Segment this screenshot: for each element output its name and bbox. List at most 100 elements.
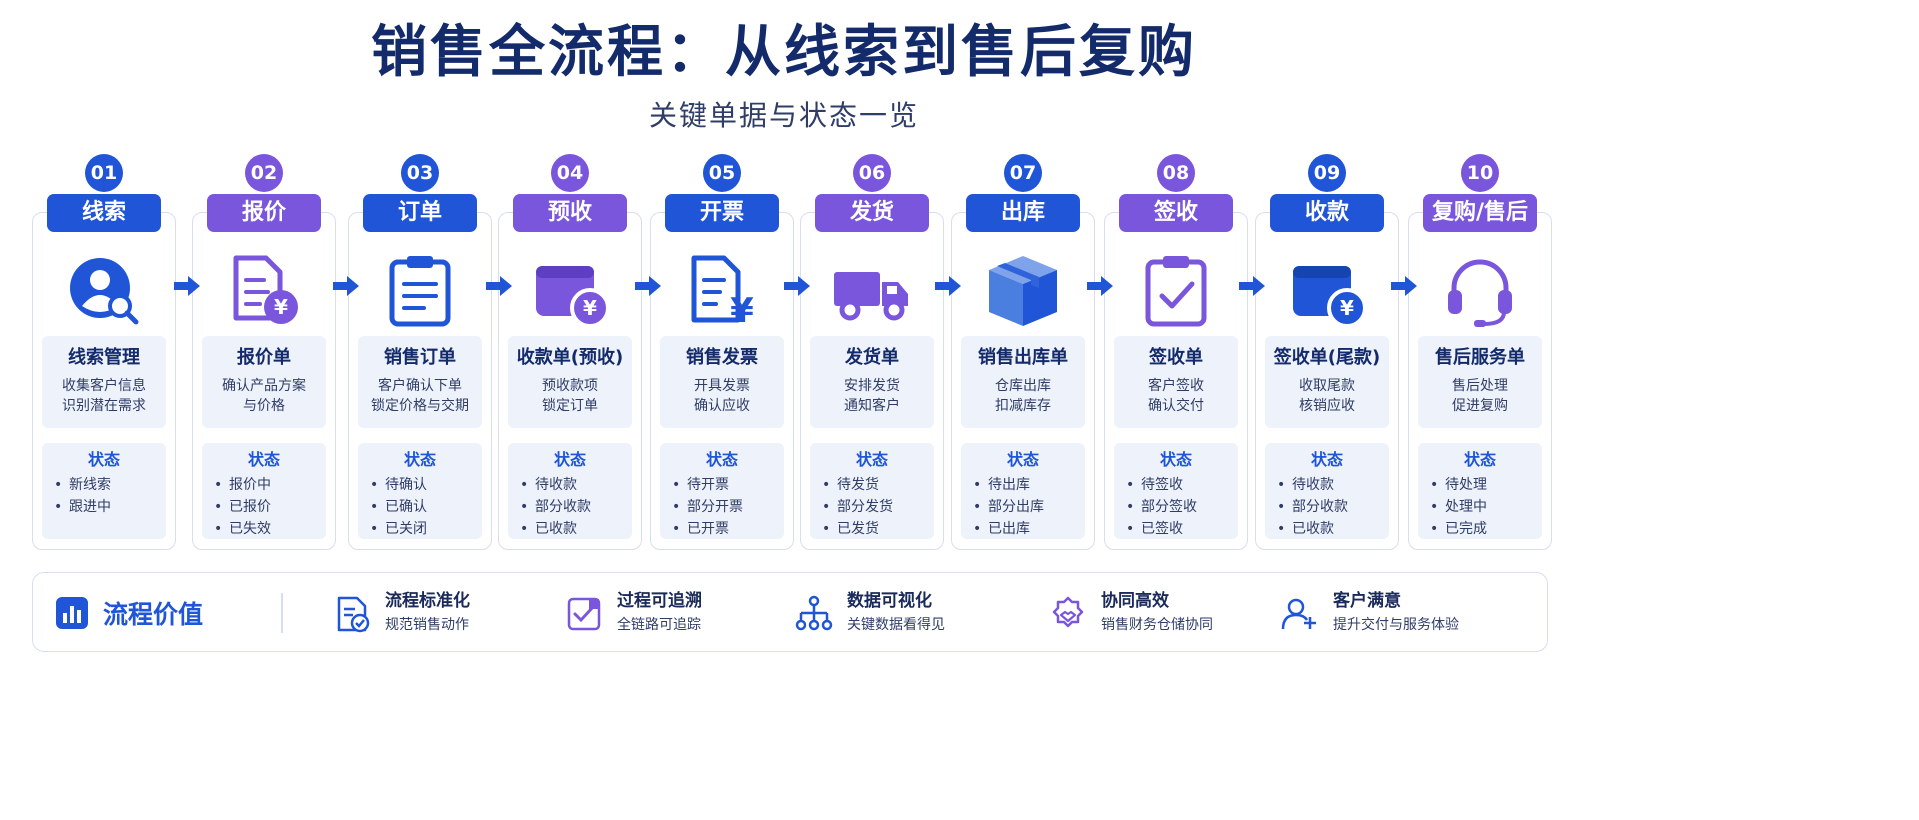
headset-icon <box>1440 250 1520 330</box>
document-title: 售后服务单 <box>1435 347 1525 368</box>
stage-number: 01 <box>85 154 123 192</box>
status-label: 状态 <box>855 450 888 469</box>
wallet-icon: ¥ <box>1287 250 1367 330</box>
stage-number: 07 <box>1004 154 1042 192</box>
status-box: 状态 待发货 部分发货 已发货 <box>810 443 934 539</box>
status-item: 部分签收 <box>1126 496 1238 518</box>
status-item: 部分出库 <box>973 496 1085 518</box>
document-desc: 客户签收 确认交付 <box>1148 378 1204 414</box>
collaboration-icon <box>1052 596 1084 628</box>
stage-number: 06 <box>853 154 891 192</box>
status-label: 状态 <box>705 450 738 469</box>
document-box: 收款单(预收) 预收款项 锁定订单 <box>508 336 632 428</box>
stage-04: 04 预收 ¥ 收款单(预收) 预收款项 锁定订单 状态 待收款 部分收款 已收… <box>498 154 642 550</box>
flow-arrow-icon <box>331 274 361 298</box>
quote-document-icon: ¥ <box>224 250 304 330</box>
value-item-title: 数据可视化 <box>847 591 932 611</box>
status-item: 待发货 <box>822 474 934 496</box>
value-item-title: 协同高效 <box>1101 591 1169 611</box>
status-box: 状态 新线索 跟进中 <box>42 443 166 539</box>
flow-arrow-icon <box>933 274 963 298</box>
stage-tab: 发货 <box>815 194 929 232</box>
stage-tab: 订单 <box>363 194 477 232</box>
hierarchy-icon <box>795 595 833 631</box>
document-box: 线索管理 收集客户信息 识别潜在需求 <box>42 336 166 428</box>
status-box: 状态 待开票 部分开票 已开票 <box>660 443 784 539</box>
status-label: 状态 <box>1310 450 1343 469</box>
flow-arrow-icon <box>1085 274 1115 298</box>
status-item: 已出库 <box>973 518 1085 540</box>
document-box: 售后服务单 售后处理 促进复购 <box>1418 336 1542 428</box>
document-desc: 开具发票 确认应收 <box>694 378 750 414</box>
svg-text:¥: ¥ <box>583 296 597 320</box>
status-item: 已失效 <box>214 518 326 540</box>
value-bar-label: 流程价值 <box>103 600 204 629</box>
stage-tab: 收款 <box>1270 194 1384 232</box>
document-title: 销售订单 <box>384 347 456 368</box>
box-icon <box>983 250 1063 330</box>
value-item-desc: 提升交付与服务体验 <box>1333 617 1459 633</box>
status-box: 状态 待处理 处理中 已完成 <box>1418 443 1542 539</box>
svg-text:¥: ¥ <box>274 295 288 319</box>
stage-tab: 签收 <box>1119 194 1233 232</box>
clipboard-check-icon <box>1136 250 1216 330</box>
document-title: 销售出库单 <box>978 347 1068 368</box>
document-desc: 仓库出库 扣减库存 <box>995 378 1051 414</box>
page-title: 销售全流程：从线索到售后复购 <box>371 20 1197 85</box>
stage-number: 08 <box>1157 154 1195 192</box>
status-item: 部分收款 <box>1277 496 1389 518</box>
value-bar-header: 流程价值 <box>55 593 203 633</box>
stage-05: 05 开票 ¥ 销售发票 开具发票 确认应收 状态 待开票 部分开票 已开票 <box>650 154 794 550</box>
flow-arrow-icon <box>1389 274 1419 298</box>
status-box: 状态 待签收 部分签收 已签收 <box>1114 443 1238 539</box>
document-box: 报价单 确认产品方案 与价格 <box>202 336 326 428</box>
trace-check-icon <box>567 597 601 631</box>
flow-arrow-icon <box>782 274 812 298</box>
document-title: 签收单(尾款) <box>1273 347 1381 368</box>
document-desc: 收取尾款 核销应收 <box>1299 378 1355 414</box>
status-item: 已开票 <box>672 518 784 540</box>
document-box: 销售发票 开具发票 确认应收 <box>660 336 784 428</box>
document-title: 签收单 <box>1149 347 1203 368</box>
flow-arrow-icon <box>1237 274 1267 298</box>
stage-tab: 预收 <box>513 194 627 232</box>
stage-08: 08 签收 签收单 客户签收 确认交付 状态 待签收 部分签收 已签收 <box>1104 154 1248 550</box>
document-box: 签收单 客户签收 确认交付 <box>1114 336 1238 428</box>
document-box: 销售订单 客户确认下单 锁定价格与交期 <box>358 336 482 428</box>
divider <box>281 593 283 633</box>
status-item: 已关闭 <box>370 518 482 540</box>
wallet-icon: ¥ <box>530 250 610 330</box>
status-item: 待处理 <box>1430 474 1542 496</box>
document-title: 线索管理 <box>68 347 140 368</box>
stage-07: 07 出库 销售出库单 仓库出库 扣减库存 状态 待出库 部分出库 已出库 <box>951 154 1095 550</box>
value-item-desc: 规范销售动作 <box>385 617 469 633</box>
stage-03: 03 订单 销售订单 客户确认下单 锁定价格与交期 状态 待确认 已确认 已关闭 <box>348 154 492 550</box>
truck-icon <box>832 250 912 330</box>
status-label: 状态 <box>553 450 586 469</box>
svg-text:¥: ¥ <box>1340 296 1354 320</box>
status-label: 状态 <box>87 450 120 469</box>
flow-arrow-icon <box>172 274 202 298</box>
document-box: 销售出库单 仓库出库 扣减库存 <box>961 336 1085 428</box>
document-box: 签收单(尾款) 收取尾款 核销应收 <box>1265 336 1389 428</box>
status-item: 待开票 <box>672 474 784 496</box>
status-item: 已报价 <box>214 496 326 518</box>
stage-tab: 开票 <box>665 194 779 232</box>
document-desc: 售后处理 促进复购 <box>1452 378 1508 414</box>
stage-number: 03 <box>401 154 439 192</box>
status-item: 待收款 <box>1277 474 1389 496</box>
document-desc: 确认产品方案 与价格 <box>222 378 306 414</box>
document-box: 发货单 安排发货 通知客户 <box>810 336 934 428</box>
stage-09: 09 收款 ¥ 签收单(尾款) 收取尾款 核销应收 状态 待收款 部分收款 已收… <box>1255 154 1399 550</box>
document-desc: 预收款项 锁定订单 <box>542 378 598 414</box>
status-item: 新线索 <box>54 474 166 496</box>
stage-10: 10 复购/售后 售后服务单 售后处理 促进复购 状态 待处理 处理中 已完成 <box>1408 154 1552 550</box>
document-title: 报价单 <box>237 347 291 368</box>
status-item: 待确认 <box>370 474 482 496</box>
document-desc: 收集客户信息 识别潜在需求 <box>62 378 146 414</box>
stage-tab: 线索 <box>47 194 161 232</box>
value-item-desc: 销售财务仓储协同 <box>1101 617 1213 633</box>
value-item-desc: 全链路可追踪 <box>617 617 701 633</box>
value-item-desc: 关键数据看得见 <box>847 617 945 633</box>
document-desc: 安排发货 通知客户 <box>844 378 900 414</box>
